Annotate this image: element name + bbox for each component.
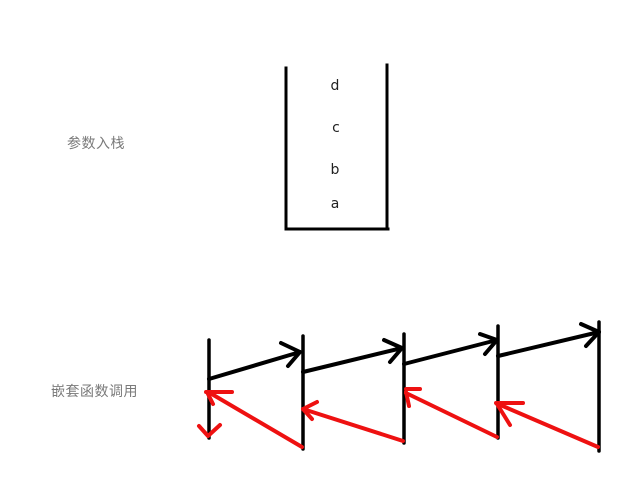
- stack-item-d: d: [330, 78, 340, 94]
- stack-item-a: a: [330, 196, 340, 212]
- call-arrow-1: [207, 341, 302, 381]
- return-arrow-2: [301, 400, 405, 443]
- stack-item-b: b: [330, 162, 340, 178]
- return-arrow-1: [204, 390, 304, 449]
- call-arrow-3: [402, 332, 499, 366]
- return-arrows: [197, 387, 600, 449]
- return-arrow-4: [494, 401, 600, 449]
- return-exit-arrow: [197, 423, 222, 438]
- call-arrow-2: [301, 338, 404, 374]
- stack-item-c: c: [332, 120, 340, 136]
- stack-container: [284, 63, 390, 231]
- call-frames: [207, 320, 601, 453]
- return-arrow-3: [404, 387, 499, 439]
- call-arrow-4: [496, 322, 601, 358]
- stack-diagram-label: 参数入栈: [67, 136, 125, 152]
- nested-calls-diagram-label: 嵌套函数调用: [51, 384, 138, 400]
- call-arrows: [207, 322, 601, 381]
